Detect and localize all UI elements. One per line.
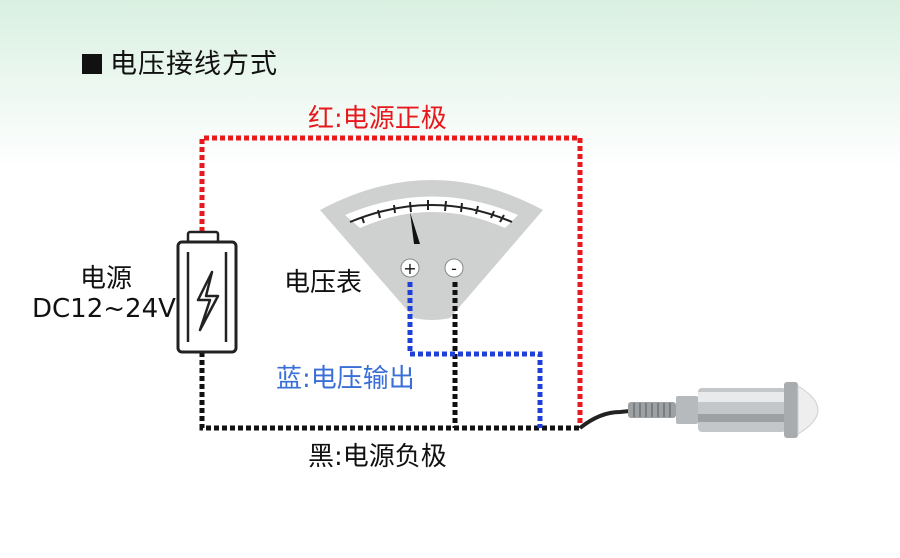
black-wire-label: 黑:电源负极	[308, 442, 447, 472]
meter-label: 电压表	[284, 268, 363, 298]
red-wire-label: 红:电源正极	[308, 104, 447, 134]
square-bullet-icon	[82, 54, 102, 74]
voltage-range-label: DC12~24V	[32, 294, 176, 324]
power-label: 电源	[80, 264, 133, 294]
voltmeter: + -	[320, 180, 543, 320]
sensor	[578, 382, 819, 438]
blue-wire-label: 蓝:电压输出	[276, 364, 415, 394]
lightning-icon	[196, 270, 220, 332]
diagram-title: 电压接线方式	[82, 42, 278, 81]
meter-minus-terminal	[444, 258, 464, 278]
meter-plus-terminal	[400, 258, 420, 278]
plus-sign: +	[403, 259, 416, 278]
battery-icon	[176, 230, 238, 354]
meter-needle	[410, 212, 420, 244]
blue-wire	[407, 282, 543, 428]
minus-sign: -	[451, 259, 457, 278]
red-wire	[199, 135, 583, 428]
